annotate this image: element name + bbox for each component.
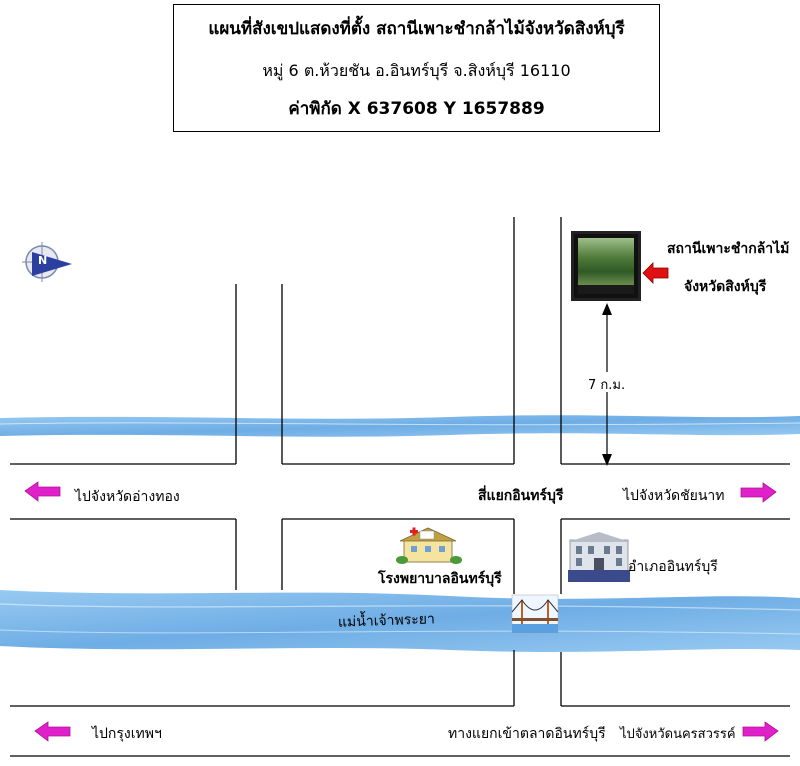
main-river xyxy=(0,590,800,652)
address: หมู่ 6 ต.ห้วยชัน อ.อินทร์บุรี จ.สิงห์บุร… xyxy=(262,61,571,80)
direction-chainat: ไปจังหวัดชัยนาท xyxy=(623,488,725,504)
station-label-line1: สถานีเพาะชำกล้าไม้ xyxy=(667,241,790,257)
map-title: แผนที่สังเขปแสดงที่ตั้ง สถานีเพาะชำกล้าไ… xyxy=(208,19,625,39)
station-photo xyxy=(571,231,641,301)
arrow-right-nakhonsawan xyxy=(742,721,779,742)
direction-angthong: ไปจังหวัดอ่างทอง xyxy=(75,489,180,505)
coordinates: ค่าพิกัด X 637608 Y 1657889 xyxy=(288,99,545,119)
district-office-label: อำเภออินทร์บุรี xyxy=(628,559,718,575)
bridge-icon xyxy=(511,594,559,634)
arrow-right-chainat xyxy=(740,482,777,503)
compass-letter: N xyxy=(38,254,48,267)
distance-label: 7 ก.ม. xyxy=(588,378,626,393)
direction-nakhonsawan: ไปจังหวัดนครสวรรค์ xyxy=(620,727,736,742)
market-junction-label: ทางแยกเข้าตลาดอินทร์บุรี xyxy=(448,726,606,742)
title-box: แผนที่สังเขปแสดงที่ตั้ง สถานีเพาะชำกล้าไ… xyxy=(173,4,660,132)
intersection-label: สี่แยกอินทร์บุรี xyxy=(478,488,564,504)
direction-bangkok: ไปกรุงเทพฯ xyxy=(92,726,162,742)
roads xyxy=(10,217,790,757)
station-label-line2: จังหวัดสิงห์บุรี xyxy=(684,279,767,295)
district-office-icon xyxy=(568,532,630,582)
pointer-arrow xyxy=(642,262,669,284)
compass-icon xyxy=(22,242,72,282)
distance-arrow xyxy=(584,303,630,466)
hospital-icon xyxy=(396,527,462,564)
river-label: แม่น้ำเจ้าพระยา xyxy=(337,611,436,631)
hospital-label: โรงพยาบาลอินทร์บุรี xyxy=(378,571,502,587)
station-photo-caption xyxy=(578,285,634,294)
arrow-left-bangkok xyxy=(34,721,71,742)
upper-river xyxy=(0,415,800,437)
arrow-left-angthong xyxy=(24,481,61,502)
